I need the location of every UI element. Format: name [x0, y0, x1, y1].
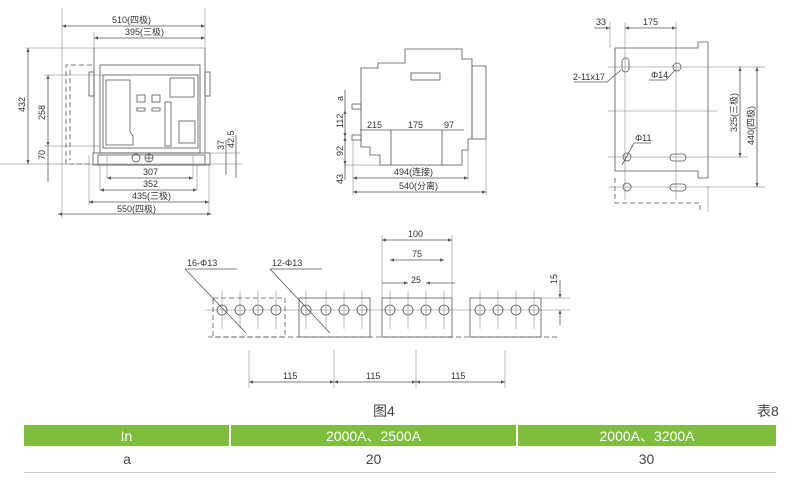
dim-15: 15 [549, 274, 559, 284]
cell-a-col-2: 30 [517, 446, 776, 473]
mounting-view: 33 175 2-11x17 Φ14 Φ11 325(三极) 440(四极) [573, 17, 765, 212]
table-caption: 表8 [757, 403, 779, 419]
dim-42-5: 42.5 [226, 130, 236, 148]
busbar-hole [474, 304, 486, 316]
dim-550: 550(四极) [117, 203, 156, 214]
busbar-hole [510, 304, 522, 316]
busbar-hole [234, 304, 246, 316]
busbar-view: 16-Φ13 12-Φ13 100 75 25 15 115 115 115 [184, 229, 570, 388]
dim-352: 352 [143, 179, 158, 189]
figure-caption: 图4 [373, 403, 395, 419]
cell-a: a [24, 446, 230, 473]
dim-43: 43 [335, 174, 345, 184]
dim-258: 258 [37, 105, 47, 120]
dim-435: 435(三极) [132, 190, 171, 201]
dim-432: 432 [17, 97, 27, 112]
busbar-hole [528, 304, 540, 316]
cell-a-col-1: 20 [230, 446, 517, 473]
holes-12-label: 12-Φ13 [272, 258, 302, 268]
busbar-hole [356, 304, 368, 316]
dim-494: 494(连接) [394, 166, 433, 177]
dim-395: 395(三极) [125, 26, 164, 37]
busbar-hole [320, 304, 332, 316]
dim-75: 75 [412, 249, 422, 259]
dim-307: 307 [143, 167, 158, 177]
side-view: a 112 92 43 215 175 97 494(连接) 540(分离) [335, 48, 487, 195]
dim-115-1: 115 [283, 371, 297, 381]
dim-325: 325(三极) [728, 93, 739, 132]
dim-175-mount: 175 [643, 17, 658, 27]
phi14-label: Φ14 [651, 70, 668, 80]
header-col-1: 2000A、2500A [230, 425, 518, 446]
busbar-hole [300, 304, 312, 316]
dim-33: 33 [596, 17, 606, 27]
dim-440: 440(四极) [745, 106, 756, 145]
front-view: 510(四极) 395(三极) 432 258 70 37 42.5 307 3… [0, 8, 242, 218]
dim-112: 112 [335, 114, 345, 128]
dim-97: 97 [444, 120, 454, 130]
busbar-hole [402, 304, 414, 316]
dim-115-3: 115 [451, 371, 465, 381]
header-in: In [24, 425, 231, 446]
dim-115-2: 115 [366, 371, 380, 381]
dim-100: 100 [408, 229, 423, 239]
dim-a: a [335, 96, 345, 101]
header-col-2: 2000A、3200A [517, 425, 776, 446]
dim-540: 540(分离) [399, 180, 438, 191]
busbar-hole [270, 304, 282, 316]
busbar-hole [438, 304, 450, 316]
technical-drawing: 510(四极) 395(三极) 432 258 70 37 42.5 307 3… [0, 8, 765, 388]
busbar-hole [420, 304, 432, 316]
busbar-hole [338, 304, 350, 316]
slot-label: 2-11x17 [573, 72, 605, 82]
spec-table: In 2000A、2500A 2000A、3200A a 20 30 [24, 425, 776, 473]
busbar-hole [252, 304, 264, 316]
busbar-hole [384, 304, 396, 316]
holes-16-label: 16-Φ13 [187, 258, 217, 268]
dim-70: 70 [37, 150, 47, 160]
dim-510: 510(四极) [112, 14, 151, 25]
table-row: a 20 30 [24, 446, 776, 473]
dim-175-side: 175 [408, 120, 423, 130]
busbar-holes [216, 291, 540, 329]
busbar-hole [216, 304, 228, 316]
phi11-label: Φ11 [635, 133, 652, 143]
dim-215: 215 [367, 120, 382, 130]
table-header-row: In 2000A、2500A 2000A、3200A [24, 425, 776, 446]
dim-37: 37 [216, 140, 226, 150]
dim-25: 25 [411, 275, 421, 285]
dim-92: 92 [335, 146, 345, 156]
busbar-hole [492, 304, 504, 316]
